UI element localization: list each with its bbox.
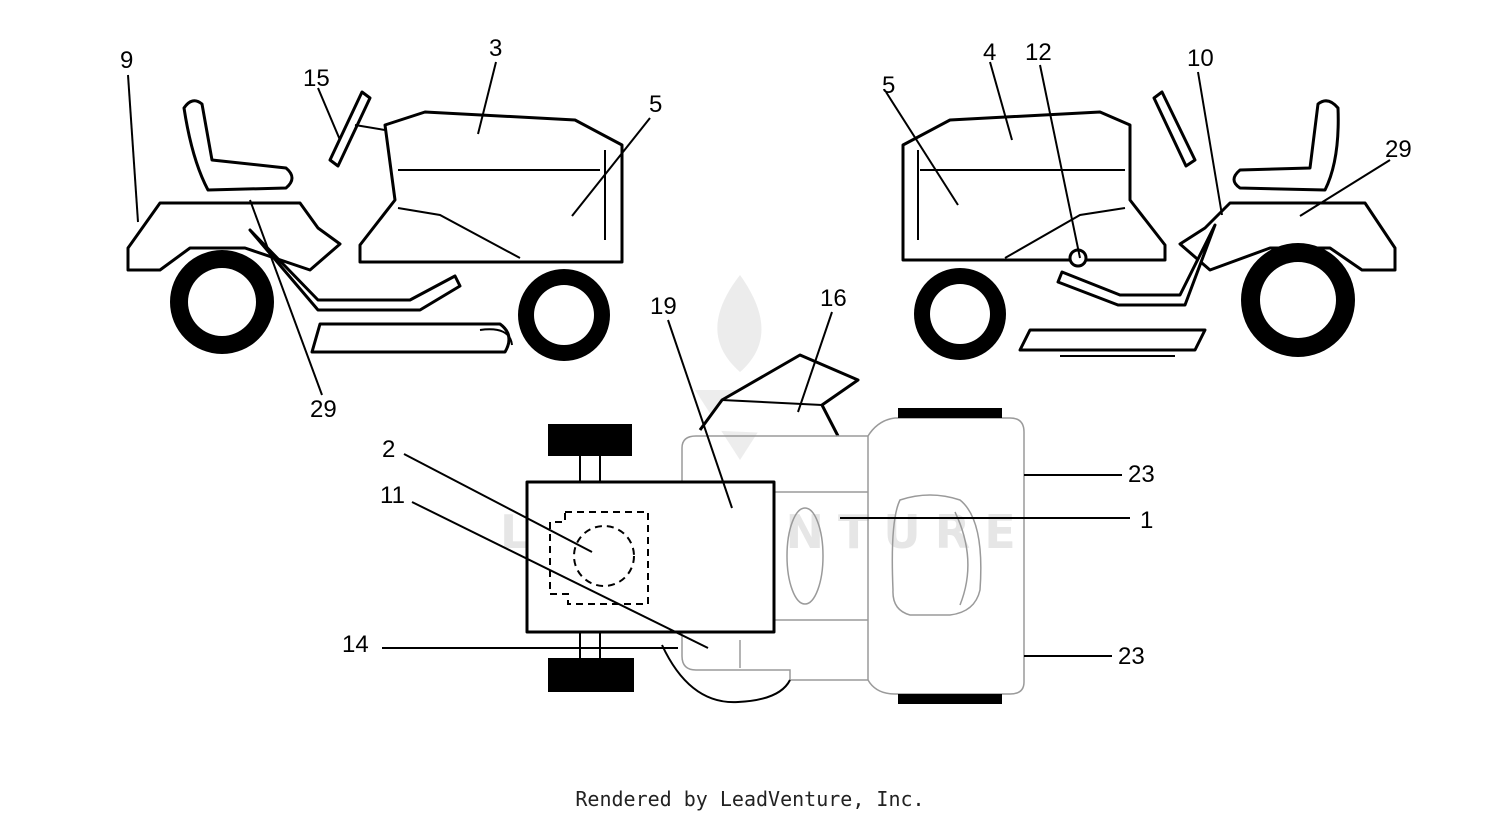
callout-12: 12 [1025,39,1052,66]
callout-19: 19 [650,293,677,320]
callout-29-left: 29 [310,396,337,423]
callout-10: 10 [1187,45,1214,72]
callout-15: 15 [303,65,330,92]
callout-29-right: 29 [1385,136,1412,163]
callout-16: 16 [820,285,847,312]
callout-14: 14 [342,631,369,658]
callout-3: 3 [489,35,502,62]
callout-11: 11 [380,482,405,509]
callout-23-top: 23 [1128,461,1155,488]
callout-labels: 9 15 3 5 29 5 4 12 10 29 19 16 2 11 14 2… [120,35,1412,670]
tractor-right-side-view [901,90,1397,360]
callout-2: 2 [382,436,395,463]
callout-5-left: 5 [649,91,662,118]
callout-9: 9 [120,47,133,74]
callout-5-right: 5 [882,72,895,99]
callout-1: 1 [1140,507,1153,534]
callout-23-bottom: 23 [1118,643,1145,670]
tractor-left-side-view [126,90,624,361]
callout-4: 4 [983,39,996,66]
tractor-top-view [525,353,1025,704]
rendered-by-footer: Rendered by LeadVenture, Inc. [575,787,925,811]
leader-lines [127,61,1391,657]
